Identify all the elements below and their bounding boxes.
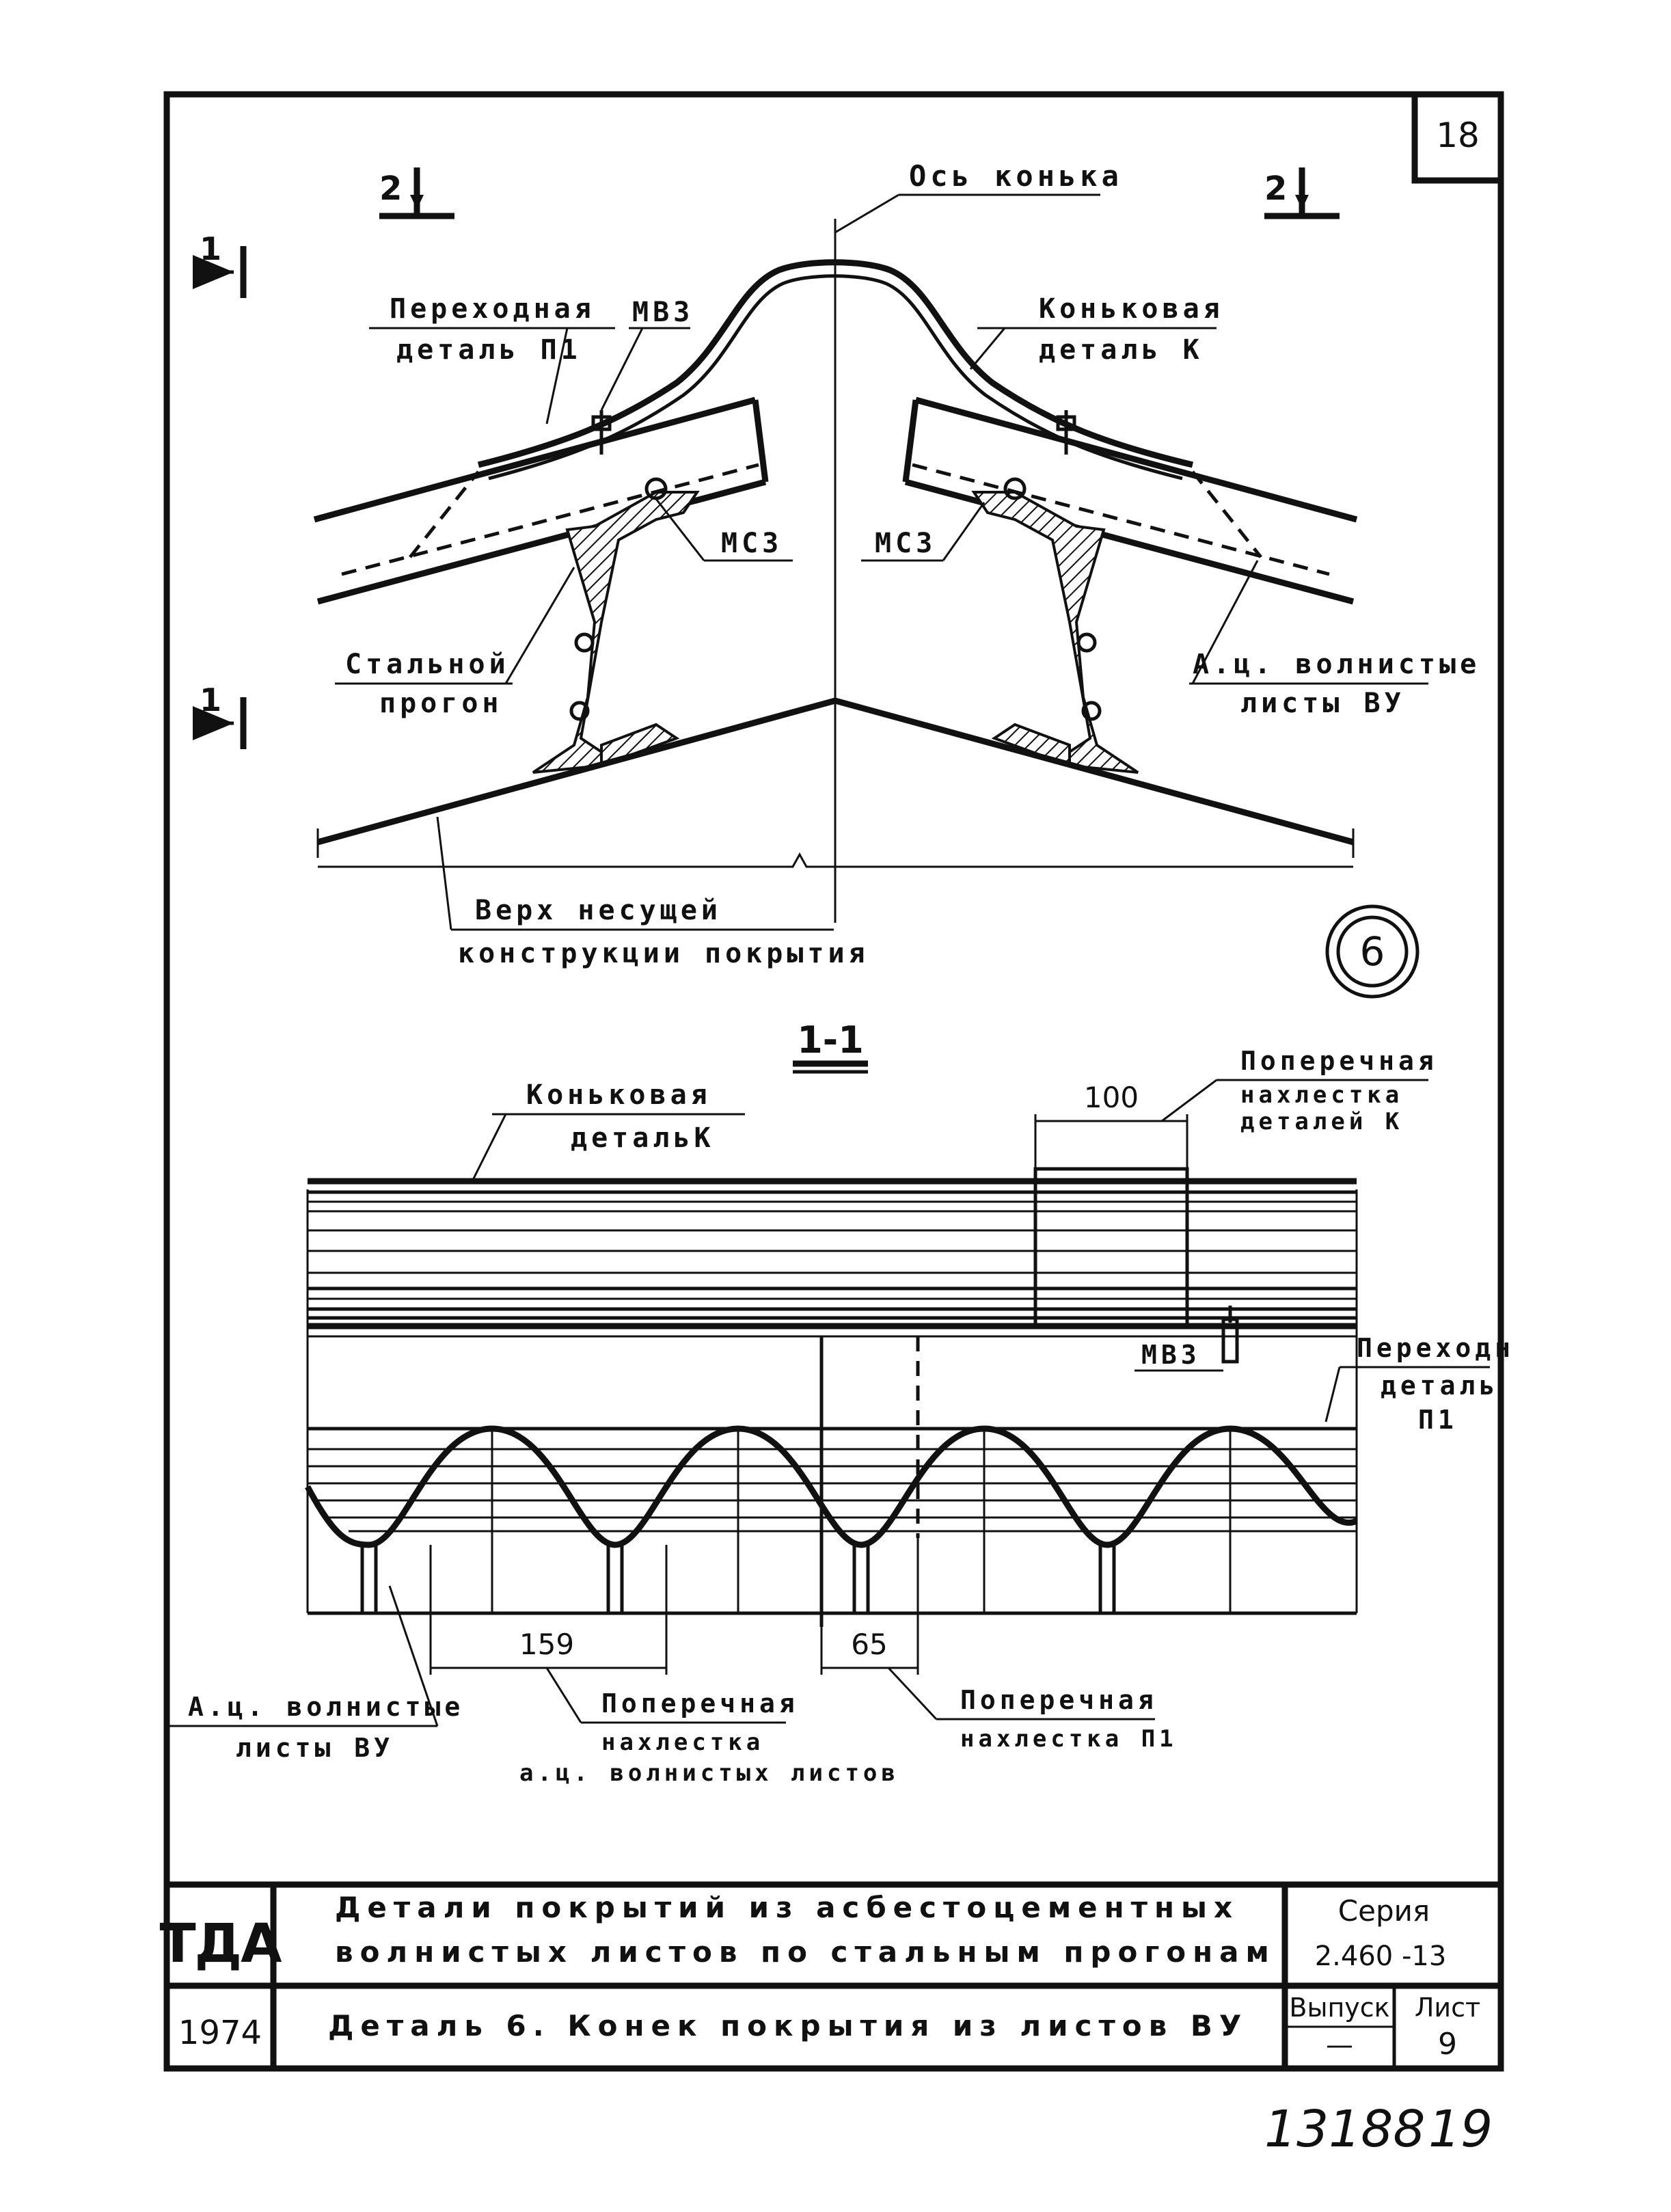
svg-text:деталей К: деталей К	[1240, 1108, 1403, 1135]
drawing-subtitle: Деталь 6. Конек покрытия из листов ВУ	[328, 2009, 1248, 2042]
label-msz-left: МСЗ	[655, 498, 793, 562]
label-transition-plan: Переходн деталь П1	[1324, 1333, 1514, 1435]
svg-text:Верх несущей: Верх несущей	[475, 895, 722, 926]
dimension-159: 159	[429, 1545, 668, 1675]
svg-text:Поперечная: Поперечная	[601, 1688, 799, 1718]
ridge-axis-leader	[834, 193, 899, 234]
label-mvz-top: МВЗ	[600, 297, 694, 411]
structure-top-line	[316, 697, 1355, 846]
svg-text:Поперечная: Поперечная	[1240, 1046, 1438, 1076]
handwritten-page-number: 19	[1428, 2100, 1493, 2159]
svg-text:деталь: деталь	[1381, 1371, 1499, 1401]
left-steel-purlin	[532, 477, 700, 774]
label-structure-top: Верх несущей конструкции покрытия	[436, 816, 869, 969]
cut-mark-1-top: 1	[193, 230, 247, 298]
label-steel-purlin: Стальной прогон	[335, 567, 575, 719]
svg-text:А.ц. волнистые: А.ц. волнистые	[188, 1692, 464, 1722]
structure-dim-line	[318, 852, 1353, 868]
label-ridge-part: Коньковая деталь К	[969, 293, 1224, 370]
svg-text:конструкции покрытия: конструкции покрытия	[458, 938, 869, 969]
sheet-value: 9	[1438, 2027, 1457, 2062]
svg-text:1: 1	[200, 230, 221, 267]
corrugated-sheet-plan	[305, 1189, 1358, 1615]
issue-label: Выпуск	[1289, 1993, 1389, 2023]
svg-text:Коньковая: Коньковая	[1039, 293, 1224, 325]
year: 1974	[178, 2014, 262, 2052]
detail-badge-outer	[1325, 904, 1419, 999]
svg-text:Поперечная: Поперечная	[960, 1685, 1158, 1715]
svg-text:МСЗ: МСЗ	[721, 528, 783, 559]
label-ridge-part-plan: Коньковая детальК	[470, 1079, 745, 1183]
svg-text:П1: П1	[1418, 1405, 1458, 1435]
svg-text:159: 159	[519, 1628, 574, 1661]
svg-text:1: 1	[200, 682, 221, 718]
label-ac-sheets-plan: А.ц. волнистые листы ВУ	[167, 1585, 464, 1763]
plan-view-1-1: 1-1	[167, 1019, 1514, 1787]
svg-text:2: 2	[1264, 170, 1287, 208]
corner-number-box	[1411, 91, 1504, 184]
label-overlap-p1: Поперечная нахлестка П1	[887, 1667, 1178, 1753]
ridge-axis-label: Ось конька	[909, 159, 1123, 193]
dimension-100: 100	[1034, 1081, 1188, 1169]
series-label: Серия	[1338, 1894, 1430, 1928]
corner-number: 18	[1436, 116, 1480, 155]
svg-text:А.ц. волнистые: А.ц. волнистые	[1193, 649, 1480, 680]
right-steel-purlin	[971, 477, 1139, 774]
drawing-title-line1: Детали покрытий из асбестоцементных	[335, 1891, 1239, 1924]
label-overlap-ac: Поперечная нахлестка а.ц. волнистых лист…	[519, 1667, 899, 1787]
issue-value: —	[1326, 2029, 1353, 2061]
label-ac-sheets-right: А.ц. волнистые листы ВУ	[1189, 560, 1480, 719]
svg-text:2: 2	[379, 170, 402, 208]
ridge-cap-band	[308, 1178, 1357, 1338]
svg-text:листы ВУ: листы ВУ	[1240, 688, 1405, 719]
svg-text:Переходн: Переходн	[1357, 1333, 1514, 1363]
svg-text:прогон: прогон	[379, 688, 503, 719]
drawing-title-line2: волнистых листов по стальным прогонам	[335, 1935, 1276, 1969]
label-mvz-plan: МВЗ	[1135, 1340, 1223, 1372]
org-stamp: ТДА	[159, 1913, 282, 1975]
svg-text:МСЗ: МСЗ	[875, 528, 936, 559]
label-overlap-k: Поперечная нахлестка деталей К	[1161, 1046, 1438, 1135]
svg-text:65: 65	[851, 1628, 887, 1661]
svg-text:деталь П1: деталь П1	[396, 334, 582, 366]
cut-mark-2-right: 2	[1264, 167, 1340, 219]
cut-mark-1-bottom: 1	[193, 682, 247, 749]
detail-badge: 6	[1360, 928, 1385, 975]
ridge-cap	[477, 259, 1194, 468]
svg-text:Стальной: Стальной	[345, 649, 510, 680]
svg-text:100: 100	[1084, 1081, 1139, 1114]
svg-text:детальК: детальК	[571, 1122, 715, 1154]
mvz-fastener-left	[591, 410, 612, 455]
svg-text:МВЗ: МВЗ	[1141, 1340, 1201, 1370]
title-block: ТДА 1974 Детали покрытий из асбестоцемен…	[159, 1881, 1501, 2068]
label-msz-right: МСЗ	[861, 502, 986, 562]
svg-text:нахлестка П1: нахлестка П1	[960, 1725, 1178, 1753]
svg-text:а.ц. волнистых листов: а.ц. волнистых листов	[519, 1759, 899, 1787]
dimension-65: 65	[820, 1538, 919, 1675]
svg-text:нахлестка: нахлестка	[1240, 1081, 1403, 1109]
sheet-label: Лист	[1415, 1993, 1480, 2023]
handwritten-archive-number: 13188	[1264, 2100, 1425, 2159]
svg-text:Переходная: Переходная	[390, 293, 595, 325]
right-ac-sheet	[902, 396, 1358, 605]
series-value: 2.460 -13	[1315, 1941, 1447, 1972]
plan-view-title: 1-1	[797, 1019, 864, 1062]
cut-mark-2-left: 2	[379, 167, 454, 219]
svg-text:деталь К: деталь К	[1039, 334, 1204, 366]
svg-text:Коньковая: Коньковая	[526, 1079, 711, 1111]
ridge-section-view: 2 2 1 1 Ось конька	[193, 159, 1480, 999]
left-ac-sheet	[313, 396, 769, 605]
sheet-border	[163, 91, 1504, 2072]
detail-badge-inner	[1336, 915, 1409, 988]
label-transition-part: Переходная деталь П1	[369, 293, 615, 424]
svg-text:листы ВУ: листы ВУ	[236, 1733, 394, 1763]
svg-text:МВЗ: МВЗ	[632, 297, 694, 328]
svg-text:нахлестка: нахлестка	[601, 1729, 764, 1756]
mvz-fastener-right	[1056, 410, 1076, 455]
